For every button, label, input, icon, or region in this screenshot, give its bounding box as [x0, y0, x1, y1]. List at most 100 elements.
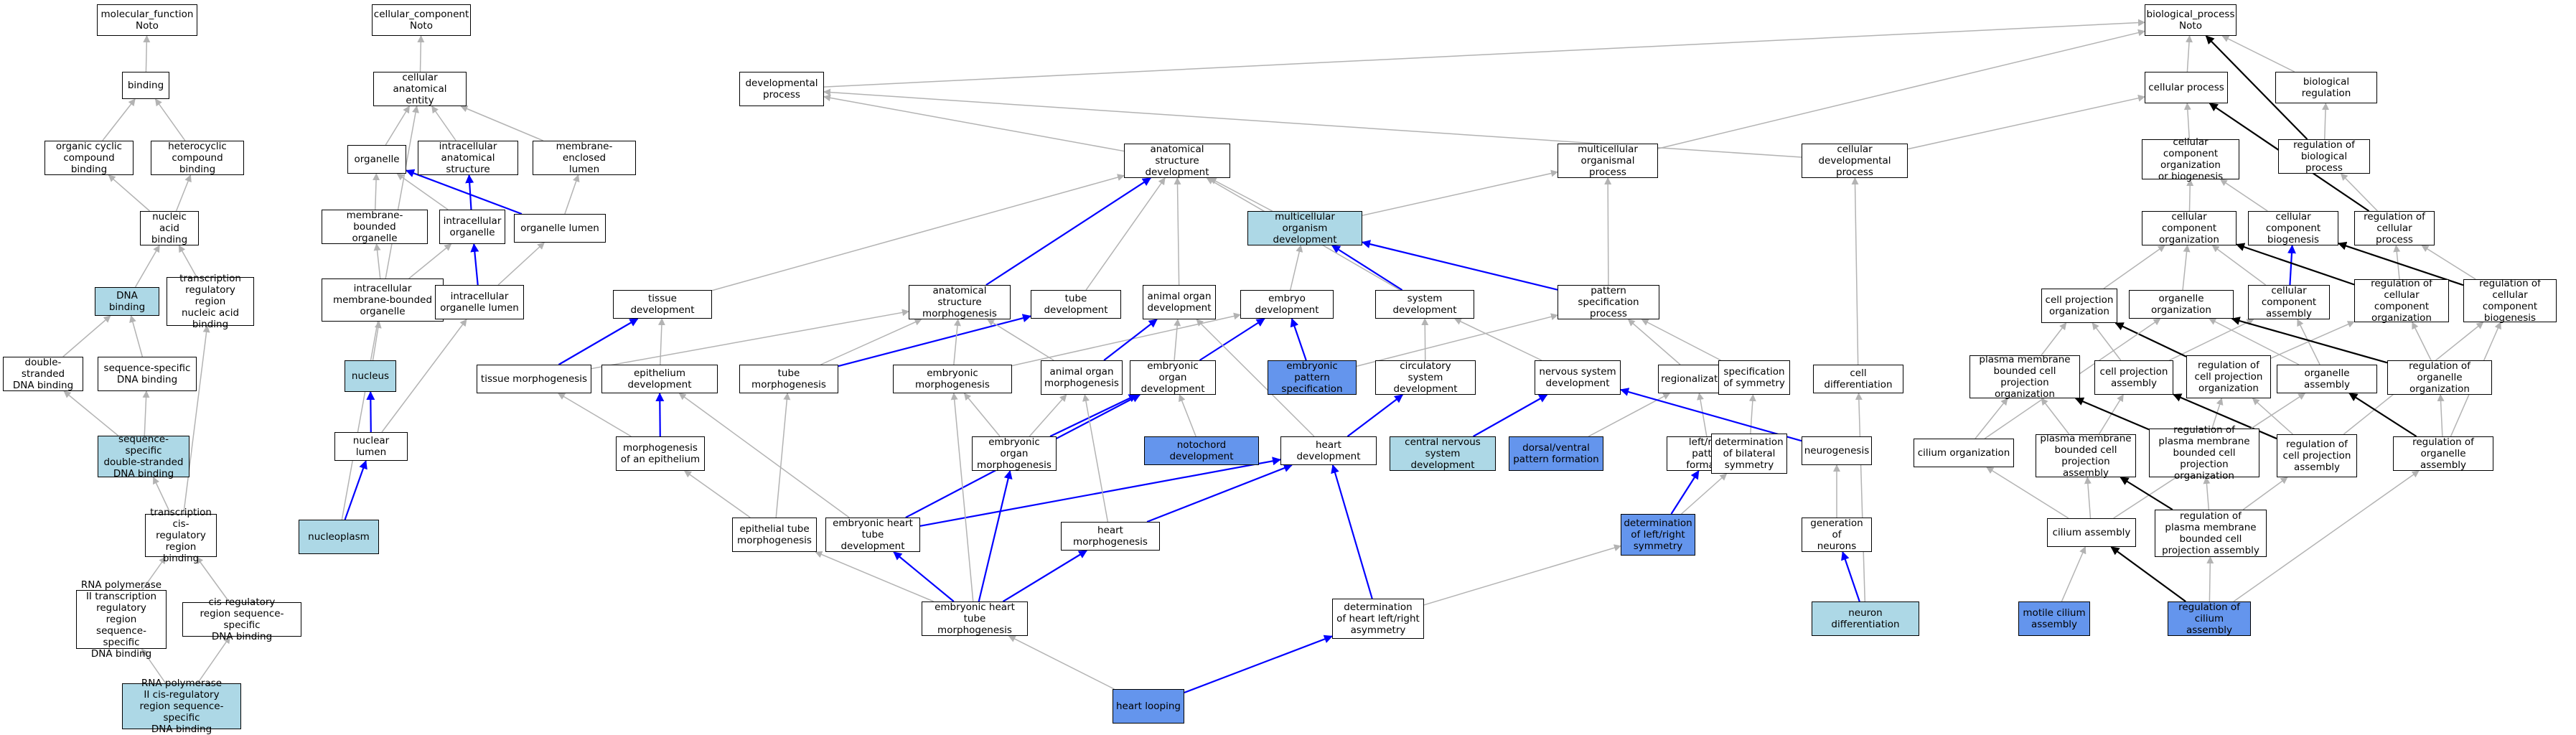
node-io[interactable]: intracellular organelle — [439, 210, 505, 244]
node-cc[interactable]: cellular_component Noto — [372, 4, 471, 36]
edge-td-to-asd — [711, 174, 1125, 291]
node-mbo[interactable]: membrane-bounded organelle — [322, 210, 428, 244]
node-rpmbcpa[interactable]: regulation of plasma membrane bounded ce… — [2155, 510, 2267, 557]
node-roa[interactable]: regulation of organelle assembly — [2393, 436, 2493, 471]
node-emorph[interactable]: embryonic morphogenesis — [893, 365, 1012, 393]
node-nl[interactable]: nuclear lumen — [334, 432, 408, 461]
node-rpmbcpo[interactable]: regulation of plasma membrane bounded ce… — [2149, 424, 2259, 482]
node-rcpa[interactable]: regulation of cell projection assembly — [2277, 434, 2357, 477]
node-organelle[interactable]: organelle — [347, 145, 406, 174]
node-rcp[interactable]: regulation of cellular process — [2354, 211, 2435, 245]
node-cae[interactable]: cellular anatomical entity — [373, 72, 467, 106]
node-tubem[interactable]: tube morphogenesis — [739, 365, 838, 393]
node-iol[interactable]: intracellular organelle lumen — [435, 285, 524, 319]
node-asd[interactable]: anatomical structure development — [1124, 144, 1230, 178]
node-bp[interactable]: biological_process Noto — [2145, 4, 2237, 36]
node-rnapolcis[interactable]: RNA polymerase II cis-regulatory region … — [122, 678, 241, 735]
node-sysd[interactable]: system development — [1375, 290, 1474, 319]
node-rbp[interactable]: regulation of biological process — [2278, 139, 2370, 174]
node-hl[interactable]: heart looping — [1113, 689, 1184, 724]
node-ccob[interactable]: cellular component organization or bioge… — [2142, 136, 2239, 182]
node-ssds[interactable]: sequence-specific double-stranded DNA bi… — [98, 434, 189, 479]
node-cco[interactable]: cellular component organization — [2142, 211, 2237, 245]
node-mop[interactable]: multicellular organismal process — [1558, 144, 1658, 178]
edge-nl-to-iol — [381, 319, 467, 433]
node-cnsd[interactable]: central nervous system development — [1390, 436, 1496, 471]
node-rcco[interactable]: regulation of cellular component organiz… — [2354, 278, 2449, 324]
node-cpo[interactable]: cell projection organization — [2041, 289, 2117, 323]
node-tm[interactable]: tissue morphogenesis — [477, 365, 591, 393]
node-mca[interactable]: motile cilium assembly — [2018, 601, 2090, 636]
node-hcb[interactable]: heterocyclic compound binding — [151, 141, 244, 175]
node-cilo[interactable]: cilium organization — [1914, 439, 2014, 467]
node-asm[interactable]: anatomical structure morphogenesis — [909, 285, 1011, 319]
node-notod[interactable]: notochord development — [1144, 436, 1259, 465]
node-pmbcpo[interactable]: plasma membrane bounded cell projection … — [1970, 354, 2080, 400]
edge-nab-to-ocb — [108, 174, 151, 212]
node-ed[interactable]: epithelium development — [601, 365, 718, 393]
node-eod[interactable]: embryonic organ development — [1130, 360, 1216, 395]
node-imbo[interactable]: intracellular membrane-bounded organelle — [322, 278, 444, 322]
node-roo[interactable]: regulation of organelle organization — [2387, 360, 2492, 395]
node-rnapol[interactable]: RNA polymerase II transcription regulato… — [76, 579, 167, 660]
node-nab[interactable]: nucleic acid binding — [140, 211, 199, 245]
node-cisreg[interactable]: cis-regulatory region sequence-specific … — [182, 596, 301, 642]
node-ias[interactable]: intracellular anatomical structure — [418, 141, 518, 175]
node-oo[interactable]: organelle organization — [2129, 290, 2234, 319]
node-binding[interactable]: binding — [122, 72, 169, 99]
node-dobs[interactable]: determination of bilateral symmetry — [1711, 434, 1787, 474]
node-sos[interactable]: specification of symmetry — [1718, 360, 1790, 395]
node-mod[interactable]: multicellular organism development — [1247, 211, 1362, 245]
node-dp[interactable]: developmental process — [739, 72, 824, 106]
edge-rca-to-cila — [2110, 546, 2186, 602]
node-mf[interactable]: molecular_function Noto — [97, 4, 197, 36]
node-ehtd[interactable]: embryonic heart tube development — [825, 518, 920, 552]
node-ccb[interactable]: cellular component biogenesis — [2248, 211, 2338, 245]
node-aod[interactable]: animal organ development — [1143, 285, 1216, 319]
node-rca[interactable]: regulation of cilium assembly — [2168, 601, 2251, 636]
node-np[interactable]: nucleoplasm — [299, 520, 379, 554]
node-dhlra[interactable]: determination of heart left/right asymme… — [1332, 599, 1424, 639]
node-eom[interactable]: embryonic organ morphogenesis — [972, 436, 1057, 471]
node-cca[interactable]: cellular component assembly — [2248, 285, 2330, 319]
node-hd[interactable]: heart development — [1280, 436, 1377, 465]
node-nsd[interactable]: nervous system development — [1535, 360, 1621, 395]
node-pmbcpa[interactable]: plasma membrane bounded cell projection … — [2036, 433, 2136, 479]
node-br[interactable]: biological regulation — [2275, 72, 2377, 103]
edge-cp-to-bp — [2186, 35, 2193, 72]
node-cila[interactable]: cilium assembly — [2047, 518, 2136, 547]
node-cdp[interactable]: cellular developmental process — [1802, 144, 1908, 178]
node-nucleus[interactable]: nucleus — [345, 360, 396, 392]
node-neurog[interactable]: neurogenesis — [1802, 436, 1872, 465]
node-tcrb[interactable]: transcription cis-regulatory region bind… — [145, 507, 217, 564]
node-celld[interactable]: cell differentiation — [1813, 365, 1903, 393]
node-dnab[interactable]: DNA binding — [95, 287, 159, 316]
node-embd[interactable]: embryo development — [1240, 290, 1334, 319]
node-tubed[interactable]: tube development — [1031, 290, 1121, 319]
node-dvpf[interactable]: dorsal/ventral pattern formation — [1509, 436, 1603, 471]
node-eps[interactable]: embryonic pattern specification — [1268, 360, 1357, 395]
node-td[interactable]: tissue development — [613, 290, 712, 319]
node-ehtm[interactable]: embryonic heart tube morphogenesis — [922, 601, 1028, 636]
node-nd[interactable]: neuron differentiation — [1812, 601, 1919, 636]
node-cpa[interactable]: cell projection assembly — [2094, 360, 2173, 395]
node-cp[interactable]: cellular process — [2145, 72, 2228, 103]
node-ocb[interactable]: organic cyclic compound binding — [45, 141, 134, 175]
edge-cpa-to-cca — [2169, 319, 2254, 361]
node-etm[interactable]: epithelial tube morphogenesis — [732, 518, 817, 552]
node-mel[interactable]: membrane-enclosed lumen — [533, 141, 636, 175]
node-moe[interactable]: morphogenesis of an epithelium — [616, 436, 705, 471]
node-psp[interactable]: pattern specification process — [1558, 285, 1659, 319]
node-trnab[interactable]: transcription regulatory region nucleic … — [167, 273, 254, 330]
node-dolrs[interactable]: determination of left/right symmetry — [1621, 514, 1695, 556]
node-dsdna[interactable]: double-stranded DNA binding — [3, 357, 83, 391]
node-ol[interactable]: organelle lumen — [514, 214, 606, 243]
node-hm[interactable]: heart morphogenesis — [1061, 522, 1160, 551]
node-oa[interactable]: organelle assembly — [2277, 365, 2377, 393]
node-csd[interactable]: circulatory system development — [1375, 360, 1476, 395]
node-rccb[interactable]: regulation of cellular component biogene… — [2463, 278, 2557, 324]
node-ssdna[interactable]: sequence-specific DNA binding — [98, 357, 197, 391]
node-gon[interactable]: generation of neurons — [1802, 518, 1872, 552]
node-aom[interactable]: animal organ morphogenesis — [1041, 360, 1123, 395]
node-rcpo[interactable]: regulation of cell projection organizati… — [2186, 355, 2271, 398]
